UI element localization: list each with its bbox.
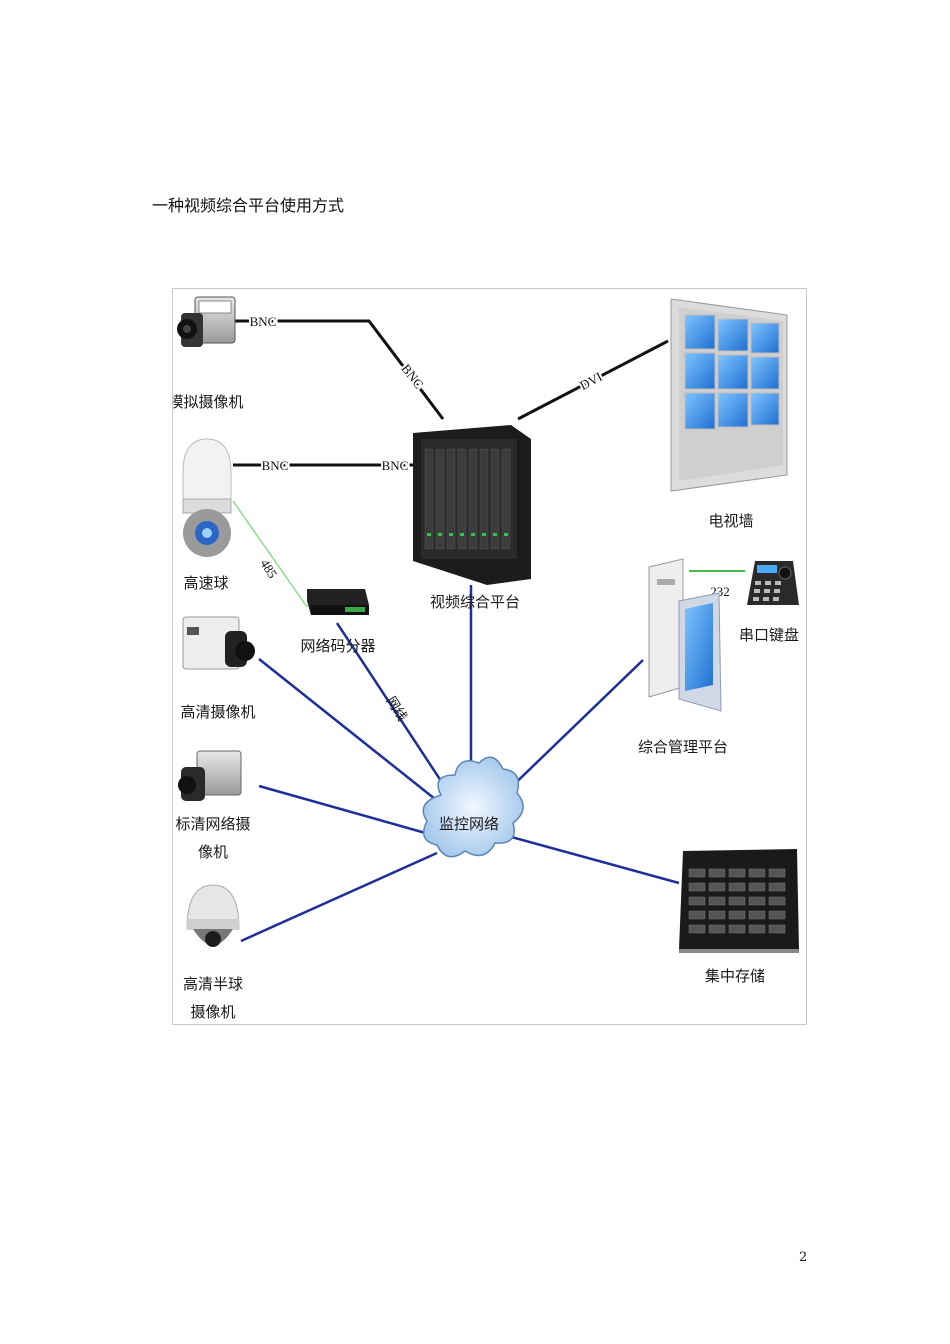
hd-half-dome-label-line2: 摄像机: [190, 1003, 235, 1021]
analog-camera-label: 模拟摄像机: [173, 393, 244, 411]
speed-dome-label: 高速球: [183, 574, 228, 592]
dvi-label: DVI: [577, 369, 604, 393]
diagram-canvas: BNC BNC BNC BNC DVI 485 232 网线 模拟摄像机 高速球…: [173, 296, 799, 1021]
video-platform-label: 视频综合平台: [430, 593, 520, 611]
network-decoder-label: 网络码分器: [300, 637, 375, 655]
serial-keyboard-icon: [747, 561, 799, 605]
sd-network-camera-label-line2: 像机: [198, 843, 228, 861]
bnc-label-2a: BNC: [262, 458, 289, 473]
rs485-line: [232, 500, 308, 608]
page-number: 2: [799, 1250, 808, 1265]
video-wall-icon: [670, 298, 788, 492]
serial-keyboard-label: 串口键盘: [739, 626, 799, 644]
sd-network-camera-label-line1: 标清网络摄: [175, 815, 250, 833]
monitoring-network-label: 监控网络: [439, 815, 499, 833]
video-platform-icon: [413, 425, 531, 585]
hd-half-dome-icon: [186, 884, 240, 947]
video-wall-label: 电视墙: [708, 512, 753, 530]
speed-dome-icon: [182, 438, 232, 557]
central-storage-label: 集中存储: [705, 967, 765, 985]
management-platform-icon: [648, 558, 722, 712]
bnc-label-1a: BNC: [250, 314, 277, 329]
page-caption: 一种视频综合平台使用方式: [152, 196, 345, 215]
monitoring-network-cloud-icon: [422, 756, 524, 858]
network-cables: [240, 585, 680, 943]
hd-half-dome-label-line1: 高清半球: [183, 975, 243, 993]
system-diagram: BNC BNC BNC BNC DVI 485 232 网线 模拟摄像机 高速球…: [172, 288, 807, 1025]
hd-camera-label: 高清摄像机: [180, 703, 255, 721]
rs485-label: 485: [257, 556, 280, 580]
central-storage-icon: [679, 849, 799, 953]
sd-network-camera-icon: [178, 750, 242, 801]
bnc-label-2b: BNC: [382, 458, 409, 473]
analog-camera-icon: [177, 296, 236, 347]
network-cable-label: 网线: [384, 694, 411, 724]
coax-cables: [233, 319, 669, 467]
management-platform-label: 综合管理平台: [638, 738, 728, 756]
hd-camera-icon: [182, 616, 255, 670]
network-decoder-icon: [307, 589, 369, 615]
